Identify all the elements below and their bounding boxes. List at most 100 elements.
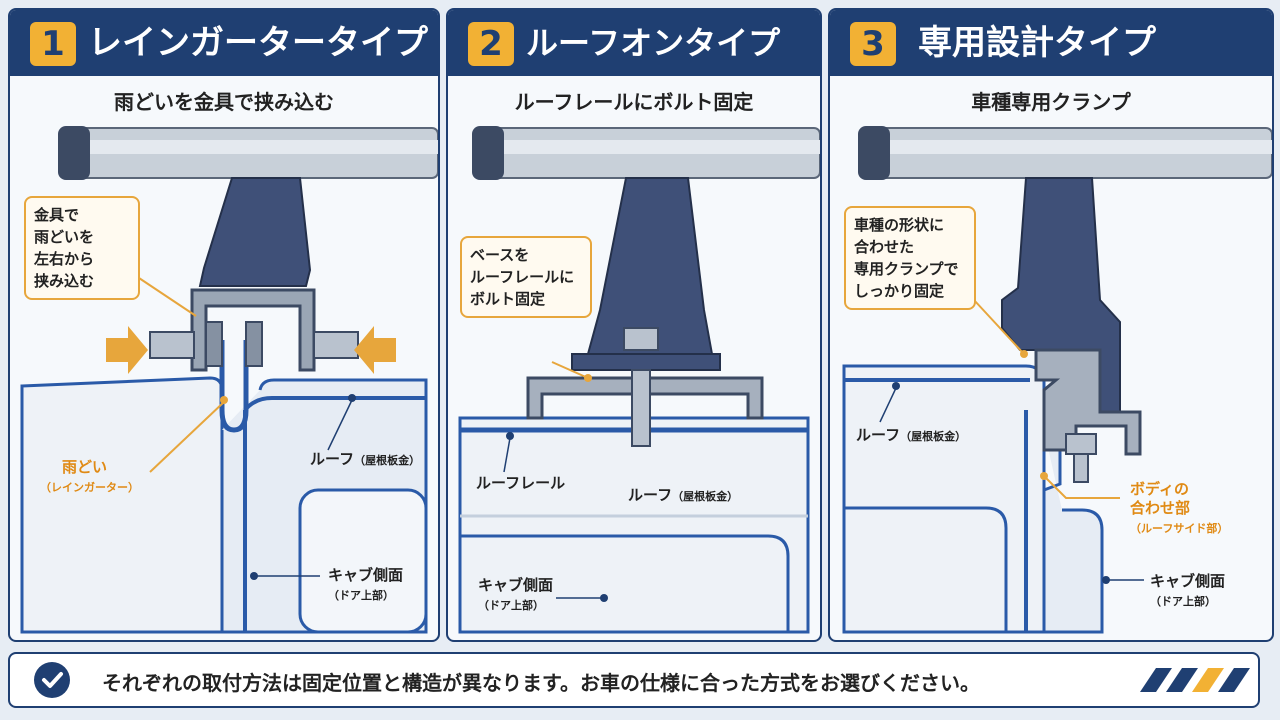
- label-main: 合わせ部: [1130, 499, 1191, 517]
- callout-line: ボルト固定: [470, 290, 546, 308]
- label-main: キャブ側面: [478, 576, 554, 594]
- check-icon: [42, 672, 63, 688]
- callout-line: 左右から: [34, 250, 95, 268]
- foot-base: [571, 353, 721, 371]
- label-roof-rail: ルーフレール: [476, 474, 565, 493]
- roof-on-illustration: [458, 126, 820, 634]
- label-roof: ルーフ（屋根板金）: [856, 426, 966, 446]
- panel-title: 専用設計タイプ: [918, 23, 1156, 63]
- rain-gutter-illustration: [20, 126, 438, 634]
- door-window-frame: [298, 488, 428, 634]
- label-sub: （ドア上部）: [328, 589, 394, 602]
- panel-header: 2 ルーフオンタイプ: [448, 10, 820, 76]
- clamp-jaw-right: [245, 321, 263, 367]
- callout-box: 金具で 雨どいを 左右から 挟み込む: [24, 196, 140, 300]
- callout-line: ベースを: [470, 246, 530, 264]
- label-sub: （ドア上部）: [478, 599, 544, 612]
- rail-leader: [503, 437, 511, 473]
- body-seam-dot: [1040, 472, 1048, 480]
- check-circle-icon: [34, 662, 70, 698]
- panel-subtitle: 車種専用クランプ: [971, 90, 1131, 114]
- label-sub: （屋根板金）: [672, 490, 739, 503]
- roof-leader: [879, 387, 897, 423]
- label-cab-side: キャブ側面 （ドア上部）: [478, 576, 553, 615]
- roof-bar-highlight: [860, 140, 1272, 154]
- dedicated-clamp-illustration: [842, 126, 1272, 634]
- label-main: キャブ側面: [328, 566, 404, 584]
- roof-bar-endcap: [472, 126, 504, 180]
- dedicated-clamp: [1034, 348, 1142, 456]
- footer-note-bar: それぞれの取付方法は固定位置と構造が異なります。お車の仕様に合った方式をお選びく…: [8, 652, 1260, 708]
- panel-roof-on: 2 ルーフオンタイプ ルーフレールにボルト固定 ベースを ルーフレールに ボルト…: [446, 8, 822, 642]
- callout-leader: [551, 361, 589, 379]
- cab-dot: [1102, 576, 1110, 584]
- panel-number-badge: 3: [850, 22, 896, 66]
- label-sub: （レインガーター）: [40, 481, 139, 494]
- callout-line: 合わせた: [854, 238, 915, 256]
- label-main: ルーフ: [310, 450, 355, 468]
- label-main: ボディの: [1130, 480, 1189, 498]
- label-cab-side: キャブ側面 （ドア上部）: [328, 566, 403, 605]
- label-main: ルーフレール: [476, 474, 566, 492]
- label-main: キャブ側面: [1150, 572, 1226, 590]
- clamp-bracket: [190, 288, 316, 372]
- panel-number-badge: 2: [468, 22, 514, 66]
- panel-title: ルーフオンタイプ: [526, 24, 781, 62]
- cab-window-frame: [460, 534, 790, 632]
- stripe-decoration-icon: [1140, 668, 1250, 692]
- panel-rain-gutter: 1 レインガータータイプ 雨どいを金具で挟み込む 金具で: [8, 8, 440, 642]
- callout-line: 雨どいを: [34, 228, 95, 246]
- label-main: ルーフ: [856, 426, 901, 444]
- roof-bar-endcap: [858, 126, 890, 180]
- panel-subtitle: ルーフレールにボルト固定: [514, 90, 754, 114]
- panel-header: 1 レインガータータイプ: [10, 10, 438, 76]
- label-roof: ルーフ（屋根板金）: [310, 450, 420, 470]
- label-sub: （屋根板金）: [354, 454, 421, 467]
- label-body-seam: ボディの 合わせ部 （ルーフサイド部）: [1130, 480, 1228, 538]
- gutter-leader: [149, 401, 225, 473]
- gutter-channel: [219, 340, 249, 433]
- bolt-left: [149, 331, 195, 359]
- label-sub: （ルーフサイド部）: [1130, 522, 1229, 535]
- callout-line: ルーフレールに: [470, 268, 575, 286]
- panel-dedicated: 3 専用設計タイプ 車種専用クランプ 車種の形状に 合わせた 専用クランプで し…: [828, 8, 1274, 642]
- panel-title: レインガータータイプ: [88, 23, 428, 63]
- callout-dot: [1020, 350, 1028, 358]
- label-cab-side: キャブ側面 （ドア上部）: [1150, 572, 1225, 611]
- cab-dot: [600, 594, 608, 602]
- callout-leader: [129, 271, 197, 317]
- panel-subtitle: 雨どいを金具で挟み込む: [114, 90, 334, 114]
- cab-dot: [250, 572, 258, 580]
- callout-leader: [973, 299, 1025, 355]
- panel-number-badge: 1: [30, 22, 76, 66]
- callout-line: 挟み込む: [34, 272, 95, 290]
- roof-bar-highlight: [60, 140, 438, 154]
- callout-box: 車種の形状に 合わせた 専用クランプで しっかり固定: [844, 206, 976, 310]
- label-roof: ルーフ（屋根板金）: [628, 486, 738, 506]
- body-seam-leader: [1045, 477, 1120, 499]
- vehicle-body-left: [20, 376, 224, 634]
- panel-header: 3 専用設計タイプ: [830, 10, 1272, 76]
- callout-line: しっかり固定: [854, 282, 945, 300]
- vehicle-roof-body: [458, 416, 810, 634]
- label-main: 雨どい: [62, 458, 108, 476]
- callout-box: ベースを ルーフレールに ボルト固定: [460, 236, 592, 318]
- roof-dot: [348, 394, 356, 402]
- roof-bar-highlight: [474, 140, 820, 154]
- label-gutter: 雨どい （レインガーター）: [40, 458, 161, 497]
- roof-dot: [892, 382, 900, 390]
- arrow-left-icon: [354, 326, 396, 374]
- bolt-shaft: [1073, 453, 1089, 483]
- label-sub: （ドア上部）: [1150, 595, 1216, 608]
- rail-base-plate: [526, 376, 764, 420]
- roof-bar-endcap: [58, 126, 90, 180]
- body-seam: [1042, 428, 1104, 634]
- arrow-right-icon: [106, 326, 148, 374]
- callout-line: 車種の形状に: [854, 216, 945, 234]
- roof-leader: [327, 399, 353, 451]
- foot-bracket: [198, 177, 312, 287]
- clamp-jaw-left: [205, 321, 223, 367]
- bolt-head: [1065, 433, 1097, 455]
- bolt-shaft: [631, 369, 651, 447]
- rail-dot: [506, 432, 514, 440]
